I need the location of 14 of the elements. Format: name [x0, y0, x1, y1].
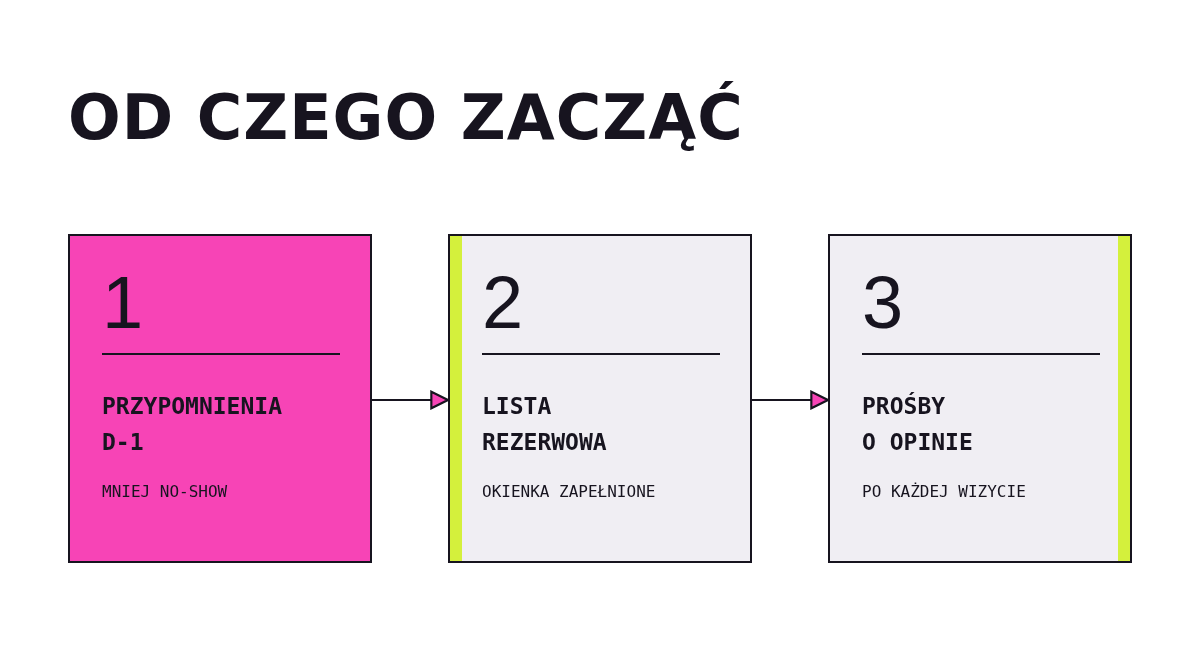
step-description: PO KAŻDEJ WIZYCIE: [862, 482, 1026, 502]
step-number: 1: [102, 266, 144, 340]
step-title: PRZYPOMNIENIA D-1: [102, 392, 282, 457]
step-card: [828, 234, 1132, 563]
arrow: [751, 390, 830, 410]
step-card: [448, 234, 752, 563]
step-title: LISTA REZERWOWA: [482, 392, 607, 457]
arrow: [371, 390, 450, 410]
step-card: [68, 234, 372, 563]
step-title: PROŚBY O OPINIE: [862, 391, 973, 457]
step-description: OKIENKA ZAPEŁNIONE: [482, 482, 656, 502]
step-number: 2: [482, 266, 524, 340]
step-description: MNIEJ NO-SHOW: [102, 482, 228, 502]
step-number: 3: [862, 266, 904, 340]
